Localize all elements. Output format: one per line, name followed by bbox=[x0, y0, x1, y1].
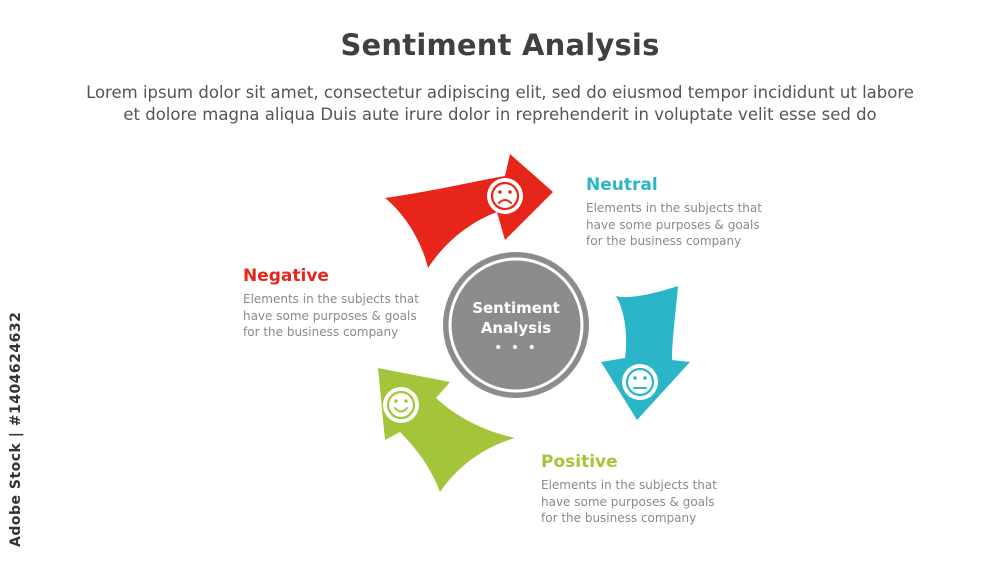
positive-title: Positive bbox=[541, 452, 618, 472]
negative-label: Negative Elements in the subjects that h… bbox=[243, 266, 453, 341]
center-ring bbox=[443, 252, 589, 398]
stock-credit: Adobe Stock | #1404624632 bbox=[8, 311, 24, 547]
neutral-title: Neutral bbox=[586, 175, 658, 195]
center-dots: • • • bbox=[494, 340, 538, 356]
negative-arrow bbox=[385, 154, 553, 268]
neutral-face-icon bbox=[622, 364, 658, 400]
subtitle-line-2: et dolore magna aliqua Duis aute irure d… bbox=[123, 105, 877, 124]
center-label-line1: Sentiment bbox=[472, 299, 560, 317]
negative-description: Elements in the subjects that have some … bbox=[243, 292, 419, 339]
neutral-label: Neutral Elements in the subjects that ha… bbox=[586, 175, 796, 250]
page-subtitle: Lorem ipsum dolor sit amet, consectetur … bbox=[20, 82, 980, 126]
neutral-arrow bbox=[601, 286, 690, 420]
center-ring-inner bbox=[448, 257, 584, 393]
positive-label: Positive Elements in the subjects that h… bbox=[541, 452, 751, 527]
center-label-line2: Analysis bbox=[480, 319, 552, 337]
positive-description: Elements in the subjects that have some … bbox=[541, 478, 717, 525]
subtitle-line-1: Lorem ipsum dolor sit amet, consectetur … bbox=[86, 83, 914, 102]
center-label: Sentiment Analysis bbox=[448, 298, 584, 338]
page-title: Sentiment Analysis bbox=[340, 28, 660, 62]
negative-title: Negative bbox=[243, 266, 329, 286]
neutral-description: Elements in the subjects that have some … bbox=[586, 201, 762, 248]
sad-face-icon bbox=[487, 178, 523, 214]
happy-face-icon bbox=[383, 387, 419, 423]
